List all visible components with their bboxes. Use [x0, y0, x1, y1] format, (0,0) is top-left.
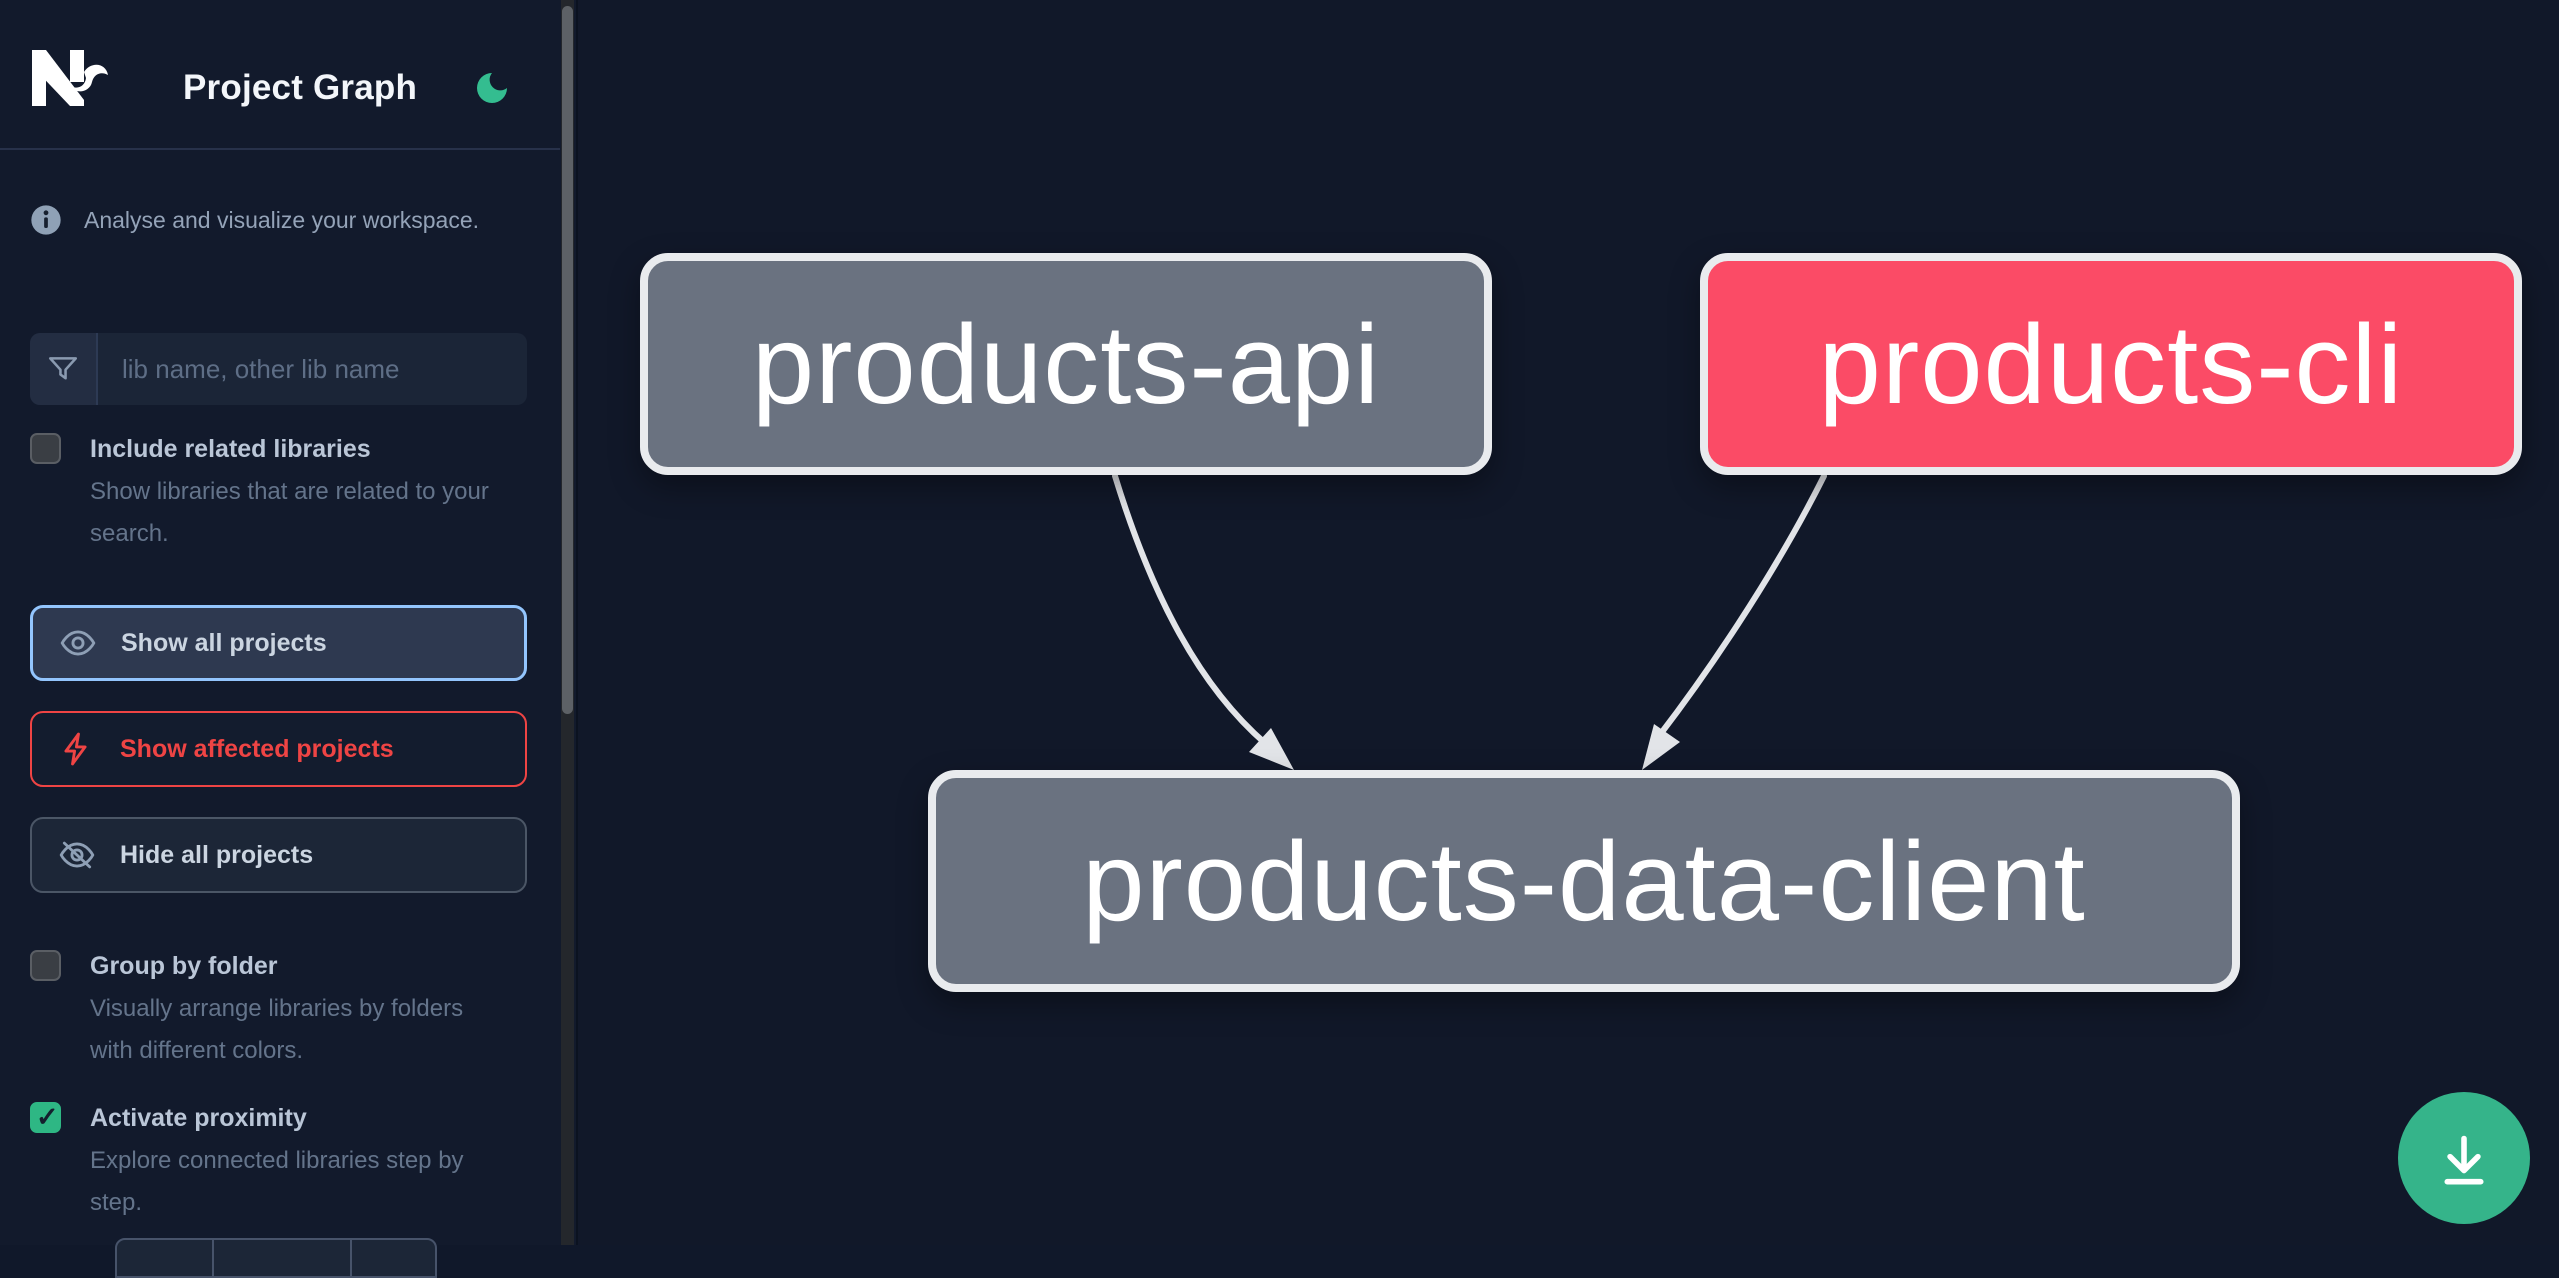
group-by-folder-checkbox[interactable] — [30, 950, 61, 981]
graph-node-products-api[interactable]: products-api — [640, 253, 1492, 475]
page-title: Project Graph — [183, 68, 418, 107]
hide-all-projects-label: Hide all projects — [120, 840, 314, 869]
edge-products-cli-to-data-client — [1656, 473, 1827, 739]
sidebar: Project Graph Analyse and visualize your… — [0, 0, 576, 1278]
graph-node-products-cli[interactable]: products-cli — [1700, 253, 2522, 475]
activate-proximity-checkbox[interactable] — [30, 1102, 61, 1133]
download-image-button[interactable] — [2398, 1092, 2530, 1224]
nx-project-graph-app: Project Graph Analyse and visualize your… — [0, 0, 2559, 1245]
show-affected-projects-button[interactable]: Show affected projects — [30, 711, 527, 787]
sidebar-scrollbar-thumb[interactable] — [562, 6, 573, 714]
node-label: products-data-client — [1082, 818, 2086, 944]
edge-products-api-to-data-client — [1112, 473, 1269, 747]
info-icon — [31, 205, 61, 235]
header-divider — [0, 148, 560, 150]
graph-node-products-data-client[interactable]: products-data-client — [928, 770, 2240, 992]
activate-proximity-label[interactable]: Activate proximity — [90, 1104, 307, 1132]
search-input[interactable] — [98, 333, 527, 405]
proximity-depth-control-partial[interactable] — [115, 1238, 437, 1278]
sidebar-header: Project Graph — [0, 0, 560, 148]
dependency-edges — [1112, 473, 1827, 770]
activate-proximity-description: Explore connected libraries step by step… — [90, 1147, 464, 1216]
group-by-folder-label[interactable]: Group by folder — [90, 952, 278, 980]
include-related-checkbox[interactable] — [30, 433, 61, 464]
depth-increment-button[interactable] — [352, 1240, 435, 1276]
tagline-row: Analyse and visualize your workspace. — [30, 204, 540, 236]
node-label: products-cli — [1818, 301, 2404, 427]
show-all-projects-label: Show all projects — [121, 628, 327, 657]
download-icon — [2444, 1135, 2484, 1185]
arrowhead-cli-edge — [1642, 724, 1680, 770]
toggle-include-related: Include related libraries Show libraries… — [30, 431, 530, 555]
hide-all-projects-button[interactable]: Hide all projects — [30, 817, 527, 893]
toggle-group-by-folder: Group by folder Visually arrange librari… — [30, 948, 530, 1072]
toggle-activate-proximity: Activate proximity Explore connected lib… — [30, 1100, 530, 1224]
search-box — [30, 333, 527, 405]
theme-toggle-moon-icon[interactable] — [472, 68, 512, 108]
node-label: products-api — [751, 301, 1381, 427]
show-all-projects-button[interactable]: Show all projects — [30, 605, 527, 681]
show-affected-projects-label: Show affected projects — [120, 734, 394, 763]
arrowhead-api-edge — [1249, 728, 1294, 770]
eye-off-icon — [58, 836, 96, 874]
lightning-bolt-icon — [58, 730, 96, 768]
include-related-label[interactable]: Include related libraries — [90, 435, 371, 463]
group-by-folder-description: Visually arrange libraries by folders wi… — [90, 995, 464, 1064]
depth-value — [214, 1240, 352, 1276]
sidebar-canvas-divider — [576, 0, 578, 1245]
eye-icon — [59, 624, 97, 662]
tagline-text: Analyse and visualize your workspace. — [84, 206, 480, 233]
graph-canvas[interactable]: products-api products-cli products-data-… — [578, 0, 2559, 1245]
filter-icon — [30, 333, 98, 405]
include-related-description: Show libraries that are related to your … — [90, 478, 489, 547]
nx-logo-icon — [32, 50, 108, 106]
depth-decrement-button[interactable] — [117, 1240, 214, 1276]
